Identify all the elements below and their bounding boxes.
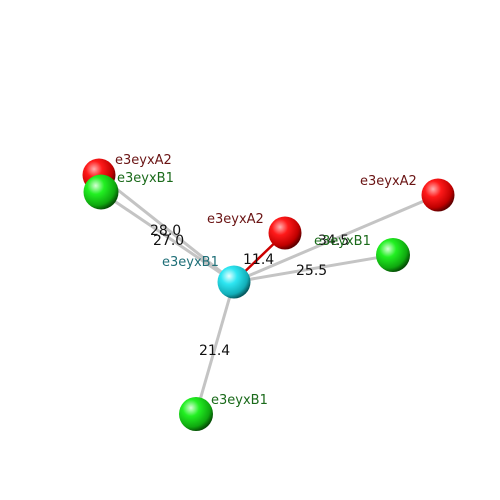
- distance-label: 28.0: [150, 223, 181, 239]
- bond-line: [233, 253, 394, 284]
- atom-labels: e3eyxA2 e3eyxB1 e3eyxA2 e3eyxA2 e3eyxB1 …: [115, 153, 417, 408]
- green-atom: [179, 397, 213, 431]
- bonds: [98, 173, 439, 415]
- atom-label: e3eyxB1: [314, 234, 371, 249]
- red-atom: [268, 216, 302, 250]
- distance-labels: 28.0 27.0 11.4 34.5 25.5 21.4: [150, 223, 349, 359]
- distance-label: 11.4: [243, 252, 274, 268]
- bond-line: [233, 193, 439, 284]
- atom-label: e3eyxB1: [211, 393, 268, 408]
- green-atom: [83, 174, 119, 210]
- atom-label: e3eyxA2: [360, 174, 417, 189]
- center-atom-label: e3eyxB1: [162, 255, 219, 270]
- distance-label: 34.5: [318, 233, 349, 249]
- distance-label: 21.4: [199, 343, 230, 359]
- bond-line: [98, 173, 235, 284]
- red-atom: [421, 178, 455, 212]
- atom-label: e3eyxA2: [207, 212, 264, 227]
- bond-line: [194, 281, 236, 415]
- bond-line: [100, 190, 235, 284]
- distance-label: 27.0: [153, 233, 184, 249]
- atom-label: e3eyxA2: [115, 153, 172, 168]
- center-atom: [217, 265, 251, 299]
- distance-label: 25.5: [296, 263, 327, 279]
- green-atom: [376, 238, 410, 272]
- atoms: [82, 158, 455, 431]
- atom-label: e3eyxB1: [117, 171, 174, 186]
